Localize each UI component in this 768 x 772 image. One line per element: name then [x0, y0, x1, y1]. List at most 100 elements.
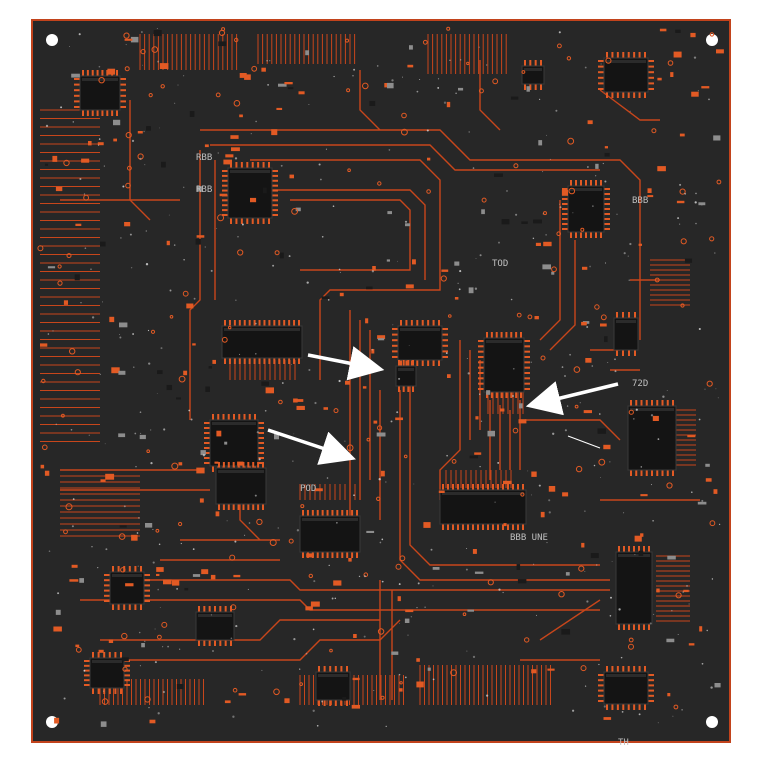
components [74, 52, 677, 710]
smd-component [366, 530, 375, 533]
smd-component [376, 432, 386, 437]
smd-component [561, 628, 571, 635]
smd-component [63, 300, 68, 305]
smd-component [75, 223, 82, 226]
smd-component [595, 163, 599, 169]
smd-component [119, 525, 127, 528]
smd-component [667, 555, 676, 560]
via [680, 238, 687, 245]
via [178, 521, 183, 527]
via [148, 93, 153, 98]
smd-component [192, 574, 201, 577]
smd-component [423, 522, 431, 528]
ic-chip-icon [395, 360, 417, 392]
smd-component [196, 235, 205, 238]
via [673, 704, 679, 710]
smd-component [52, 155, 58, 162]
smd-component [293, 398, 298, 403]
smd-component [675, 29, 681, 33]
smd-component [111, 367, 120, 374]
via [680, 303, 685, 308]
smd-component [640, 494, 648, 497]
smd-component [216, 430, 222, 437]
smd-component [296, 405, 305, 410]
smd-component [231, 147, 240, 152]
via [221, 336, 228, 343]
via [481, 197, 487, 203]
via [399, 555, 406, 562]
smd-component [705, 478, 712, 482]
via [217, 214, 225, 222]
smd-component [438, 490, 445, 493]
smd-component [244, 74, 251, 80]
via [679, 188, 686, 195]
smd-component [218, 41, 227, 47]
via [345, 38, 349, 43]
smd-component [156, 567, 164, 572]
ic-chip-icon [598, 52, 654, 98]
smd-component [534, 316, 539, 320]
smd-component [225, 154, 234, 158]
smd-component [540, 511, 545, 518]
smd-component [157, 370, 163, 375]
smd-component [100, 721, 107, 727]
via [377, 425, 383, 431]
via [269, 539, 277, 546]
smd-component [395, 417, 403, 421]
smd-component [310, 601, 320, 607]
smd-component [163, 579, 172, 585]
via [57, 264, 62, 269]
ic-chip-icon [299, 510, 361, 558]
smd-component [271, 129, 278, 136]
smd-component [547, 668, 555, 671]
via [377, 628, 385, 635]
smd-component [105, 473, 115, 480]
via [666, 482, 673, 489]
smd-component [474, 452, 482, 455]
smd-component [604, 336, 608, 343]
smd-component [205, 386, 210, 392]
smd-component [604, 152, 610, 157]
via [346, 88, 351, 93]
silkscreen-label: RBB [196, 185, 212, 195]
ic-chip-icon [222, 162, 278, 224]
silkscreen-label: TOD [492, 259, 508, 269]
smd-component [486, 390, 491, 395]
smd-component [416, 681, 424, 688]
smd-component [71, 564, 78, 568]
smd-component [224, 700, 231, 704]
smd-component [53, 626, 62, 632]
smd-component [475, 416, 479, 420]
via [169, 315, 174, 319]
smd-component [250, 197, 257, 203]
via [256, 518, 263, 526]
ic-chip-icon [104, 566, 150, 610]
smd-component [176, 397, 181, 400]
smd-component [69, 579, 79, 582]
smd-component [447, 374, 451, 378]
smd-component [714, 683, 721, 688]
smd-component [365, 318, 369, 324]
via [380, 695, 385, 700]
via [513, 163, 519, 169]
smd-component [487, 430, 495, 437]
smd-component [656, 588, 660, 593]
via [573, 366, 581, 373]
smd-component [697, 501, 707, 505]
via [462, 612, 467, 617]
via [122, 666, 128, 672]
board-substrate [31, 19, 731, 743]
smd-component [640, 533, 644, 537]
smd-component [713, 489, 718, 494]
via [308, 573, 313, 579]
smd-component [146, 126, 151, 131]
smd-component [279, 252, 284, 259]
via [98, 77, 105, 84]
smd-component [542, 264, 551, 270]
ic-chip-icon [627, 400, 677, 476]
via [376, 496, 381, 501]
smd-component [201, 569, 209, 575]
smd-component [701, 86, 710, 89]
via [580, 665, 587, 672]
via [667, 60, 674, 66]
